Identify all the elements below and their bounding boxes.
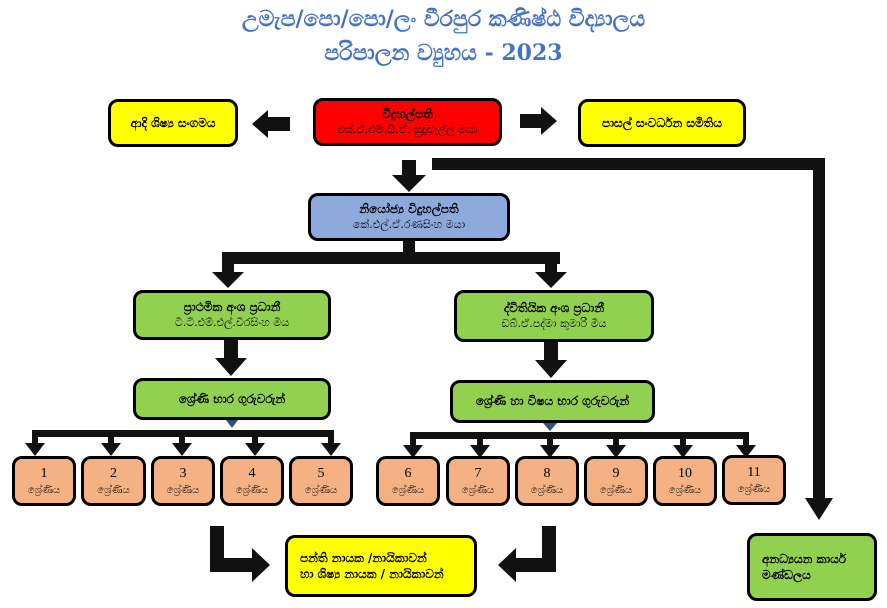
grade-label: ශ්‍රේණිය — [391, 484, 425, 496]
secondary-head-name: ඩබ්.ඒ.පද්මා කුමාරි මිය — [501, 316, 607, 330]
grade-label: ශ්‍රේණිය — [235, 484, 269, 496]
principal-role: විදුහල්පති — [382, 107, 433, 122]
line-deputy-branch — [222, 252, 560, 264]
grade-label: ශ්‍රේණිය — [668, 484, 702, 496]
grade-label: ශ්‍රේණිය — [737, 483, 771, 495]
monitors-line1: පන්ති නායක /නායිකාවන් — [300, 550, 427, 565]
grade-label: ශ්‍රේණිය — [304, 484, 338, 496]
secondary-head-role: ද්විතියික අංශ ප්‍රධානී — [503, 301, 605, 316]
grade-box: 5 ශ්‍රේණිය — [289, 456, 353, 506]
grade-number: 2 — [110, 465, 117, 481]
line-secondary-grades — [410, 432, 749, 439]
bent-arrow-left — [210, 526, 270, 582]
arrow-to-deputy — [392, 160, 426, 192]
school-title: උමැප/පො/පො/ලං වීරපුර කණිෂ්ඨ විද්‍යාලය — [241, 6, 646, 32]
deputy-role: නියෝජ්‍ය විදුහල්පති — [359, 202, 459, 217]
principal-box: විදුහල්පති එස්.ඒ.එම්.ඩී.ඒ. සුදුවැල්ල මයා — [313, 98, 502, 146]
sdc-box: පාසල් සංවර්ධන සමිතිය — [578, 99, 746, 147]
grade-number: 1 — [40, 465, 48, 481]
grade-box: 1 ශ්‍රේණිය — [12, 456, 76, 506]
arrow-to-sdc — [520, 107, 557, 135]
grade-label: ශ්‍රේණිය — [599, 484, 633, 496]
grade-box: 11 ශ්‍රේණිය — [722, 455, 786, 505]
chart-title: පරිපාලන ව්‍යුහය - 2023 — [324, 40, 563, 66]
grade-label: ශ්‍රේණිය — [166, 484, 200, 496]
deputy-principal-box: නියෝජ්‍ය විදුහල්පති කේ.එල්.ඒ.රණසිංහ මයා — [308, 193, 510, 241]
secondary-teachers-box: ශ්‍රේණි හා විෂය භාර ගුරුවරුන් — [450, 380, 655, 423]
primary-head-name: ටී.ටී.එම්.එල්.වීරසිංහ මිය — [174, 315, 290, 329]
alumni-label: ආදි ශිෂ්‍ය සංගමය — [130, 115, 216, 130]
grade-box: 7 ශ්‍රේණිය — [446, 456, 510, 506]
secondary-teachers-label: ශ්‍රේණි හා විෂය භාර ගුරුවරුන් — [475, 394, 630, 409]
arrow-to-alumni — [252, 110, 290, 138]
grade-box: 10 ශ්‍රේණිය — [653, 456, 717, 506]
nonacademic-line1: අනධ්‍යයන කාර්ය — [762, 551, 847, 566]
arrow-to-nonacademic — [805, 498, 833, 520]
grade-number: 4 — [248, 465, 256, 481]
grade-label: ශ්‍රේණිය — [530, 484, 564, 496]
non-academic-staff-box: අනධ්‍යයන කාර්ය මණ්ඩලය — [747, 533, 877, 601]
sdc-label: පාසල් සංවර්ධන සමිතිය — [601, 115, 723, 130]
arrow-to-primary-teachers — [215, 358, 247, 376]
grade-number: 3 — [179, 465, 187, 481]
primary-teachers-box: ශ්‍රේණි භාර ගුරුවරුන් — [133, 378, 331, 420]
grade-box: 6 ශ්‍රේණිය — [376, 456, 440, 506]
grade-box: 4 ශ්‍රේණිය — [220, 456, 284, 506]
grade-label: ශ්‍රේණිය — [97, 484, 130, 496]
line-to-nonacademic-v — [813, 158, 825, 498]
grade-box: 2 ශ්‍රේණිය — [81, 456, 146, 506]
arrow-to-primary-head — [212, 272, 244, 288]
primary-head-role: ප්‍රාථමික අංශ ප්‍රධානී — [183, 300, 281, 315]
grade-number: 11 — [747, 464, 761, 480]
arrow-to-secondary-head — [535, 272, 567, 288]
grade-number: 10 — [678, 465, 692, 481]
secondary-head-box: ද්විතියික අංශ ප්‍රධානී ඩබ්.ඒ.පද්මා කුමාර… — [454, 290, 654, 342]
grade-box: 9 ශ්‍රේණිය — [584, 456, 648, 506]
line-to-nonacademic-h — [432, 158, 825, 170]
arrow-to-secondary-teachers — [535, 360, 567, 378]
grade-number: 9 — [612, 465, 620, 481]
primary-head-box: ප්‍රාථමික අංශ ප්‍රධානී ටී.ටී.එම්.එල්.වීර… — [133, 290, 331, 340]
monitors-line2: හා ශිෂ්‍ය නායක / නායිකාවන් — [300, 567, 444, 581]
principal-name: එස්.ඒ.එම්.ඩී.ඒ. සුදුවැල්ල මයා — [337, 122, 478, 136]
alumni-association-box: ආදි ශිෂ්‍ය සංගමය — [108, 99, 238, 147]
grade-number: 6 — [404, 465, 412, 481]
nonacademic-line2: මණ්ඩලය — [762, 568, 811, 582]
grade-box: 8 ශ්‍රේණිය — [515, 456, 579, 506]
primary-teachers-label: ශ්‍රේණි භාර ගුරුවරුන් — [178, 391, 286, 406]
grade-label: ශ්‍රේණිය — [461, 484, 495, 496]
bent-arrow-right — [498, 526, 556, 582]
grade-box: 3 ශ්‍රේණිය — [151, 456, 215, 506]
grade-label: ශ්‍රේණිය — [27, 484, 61, 496]
grade-number: 8 — [543, 465, 551, 481]
deputy-name: කේ.එල්.ඒ.රණසිංහ මයා — [352, 217, 466, 231]
grade-number: 7 — [474, 465, 482, 481]
class-monitors-box: පන්ති නායක /නායිකාවන් හා ශිෂ්‍ය නායක / න… — [285, 535, 477, 597]
grade-number: 5 — [317, 465, 325, 481]
